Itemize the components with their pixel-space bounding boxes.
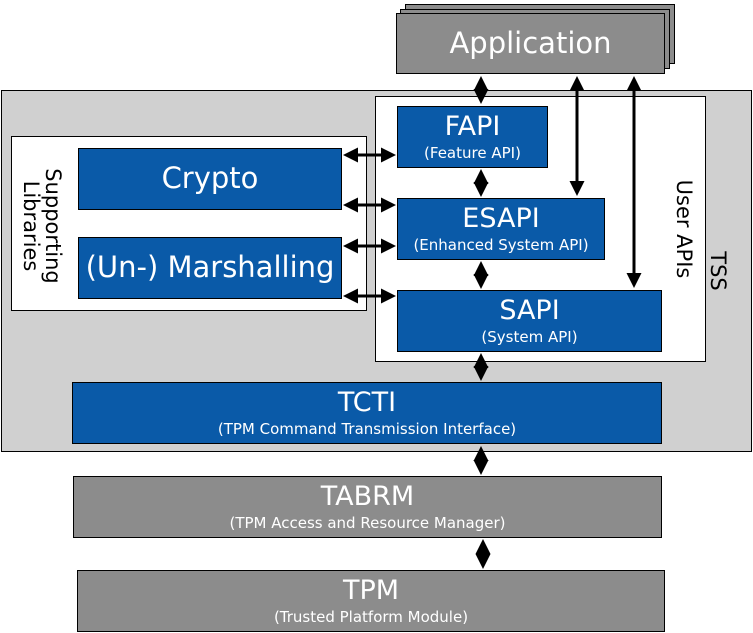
tpm-subtitle: (Trusted Platform Module) <box>273 608 469 627</box>
tcti-box: TCTI (TPM Command Transmission Interface… <box>72 382 662 444</box>
tcti-title: TCTI <box>337 387 397 419</box>
esapi-box: ESAPI (Enhanced System API) <box>397 198 605 260</box>
tabrm-title: TABRM <box>320 481 415 513</box>
sapi-box: SAPI (System API) <box>397 290 662 352</box>
fapi-subtitle: (Feature API) <box>424 144 521 163</box>
tabrm-box: TABRM (TPM Access and Resource Manager) <box>73 476 662 538</box>
sapi-title: SAPI <box>499 295 560 327</box>
tpm-box: TPM (Trusted Platform Module) <box>77 570 665 632</box>
esapi-subtitle: (Enhanced System API) <box>413 236 589 255</box>
marshalling-box: (Un-) Marshalling <box>78 237 342 299</box>
fapi-box: FAPI (Feature API) <box>397 106 548 168</box>
esapi-title: ESAPI <box>462 203 540 235</box>
tabrm-subtitle: (TPM Access and Resource Manager) <box>229 514 506 533</box>
crypto-title: Crypto <box>161 161 259 196</box>
application-title: Application <box>449 25 612 60</box>
crypto-box: Crypto <box>78 148 342 210</box>
tpm-title: TPM <box>342 575 400 607</box>
application-box: Application <box>396 13 665 74</box>
sapi-subtitle: (System API) <box>481 328 578 347</box>
fapi-title: FAPI <box>444 111 501 143</box>
marshalling-title: (Un-) Marshalling <box>85 250 335 285</box>
tcti-subtitle: (TPM Command Transmission Interface) <box>217 420 517 439</box>
